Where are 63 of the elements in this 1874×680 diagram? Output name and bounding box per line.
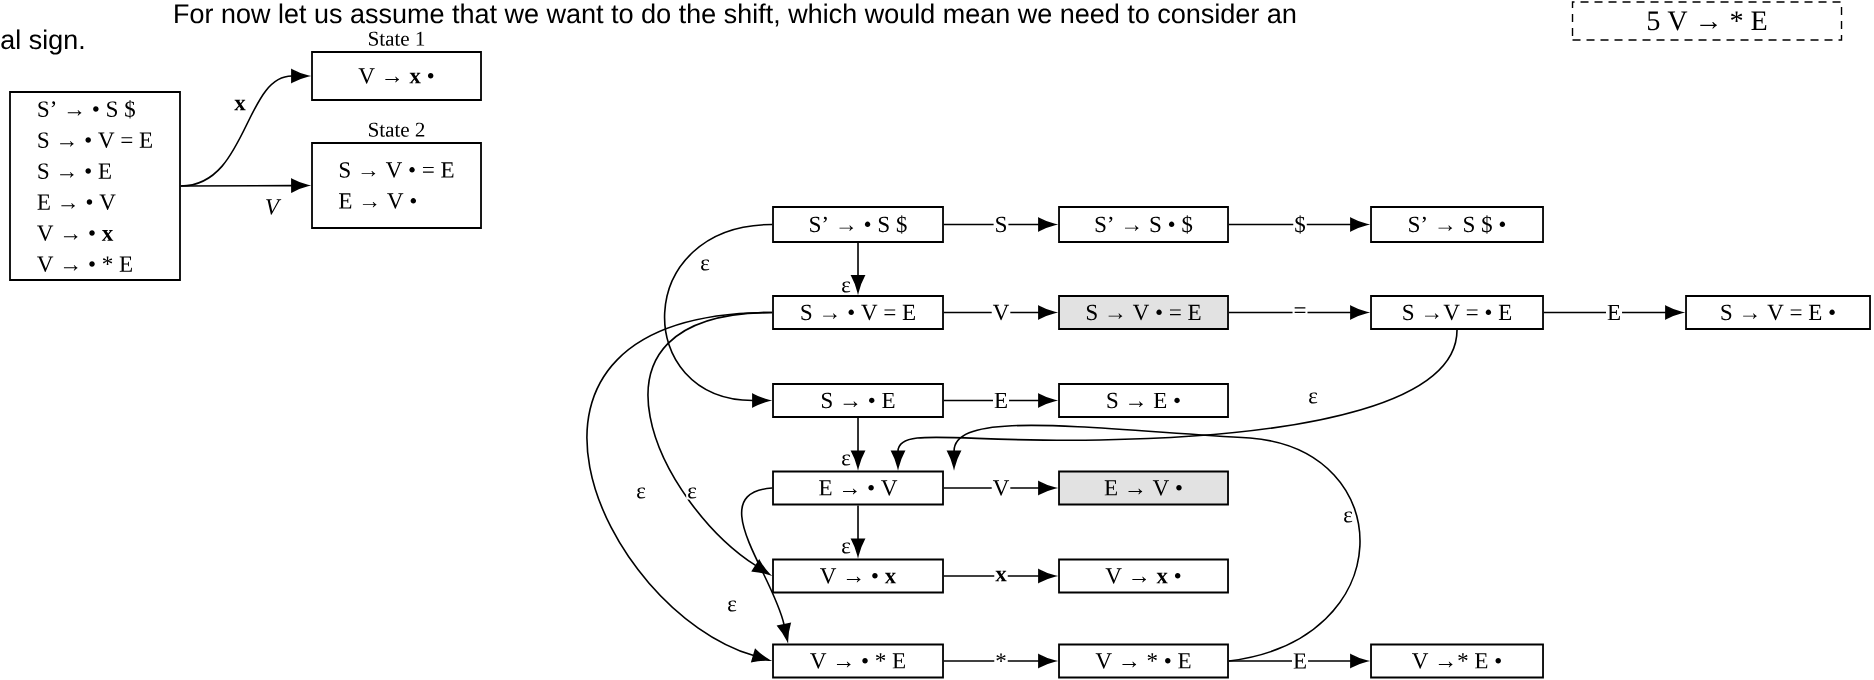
edge-label: = xyxy=(1292,306,1308,319)
edge-label: E xyxy=(1606,304,1623,322)
item-box: E → V • xyxy=(1058,470,1229,506)
item-box: V → • * E xyxy=(772,643,944,679)
item-box: V → * • E xyxy=(1058,643,1229,679)
item-box: E → • V xyxy=(772,470,944,506)
arrow xyxy=(851,242,865,293)
arrow xyxy=(647,311,773,576)
edge-label: $ xyxy=(1293,214,1307,235)
edge-label: ε xyxy=(1342,510,1354,524)
item-box: S → V = E • xyxy=(1685,295,1871,330)
edge-label: x xyxy=(994,569,1008,583)
item-box: V → x • xyxy=(1058,558,1229,594)
arrow xyxy=(740,487,791,642)
arrow xyxy=(1228,217,1368,232)
arrow xyxy=(586,311,773,663)
item-box: S → V • = E xyxy=(1058,295,1229,330)
body-text: al sign. xyxy=(1,29,84,55)
item-box: S’ → S • $ xyxy=(1058,206,1229,243)
arrow xyxy=(943,393,1056,408)
edge-label: ε xyxy=(699,258,711,272)
edge-label: ε xyxy=(686,486,698,500)
edge-label: E xyxy=(993,392,1010,410)
edge-label: x xyxy=(233,98,247,112)
state-box: S → V • = E E → V • xyxy=(311,142,482,229)
edge-label: S xyxy=(993,215,1009,234)
edge-label: E xyxy=(1292,652,1309,670)
item-box: S → • V = E xyxy=(772,295,944,330)
arrow xyxy=(180,178,309,193)
edge-label: ε xyxy=(840,453,852,467)
edge-label: V xyxy=(264,198,282,216)
arrow xyxy=(891,329,1458,469)
arrow xyxy=(943,217,1056,232)
arrow xyxy=(943,569,1056,583)
item-box: S’ → S $ • xyxy=(1370,206,1544,243)
arrow xyxy=(1543,305,1683,320)
body-text: For now let us assume that we want to do the shift, which would mean we need to consider an xyxy=(175,3,1296,27)
edge-label: V xyxy=(991,303,1011,322)
edge-label: ε xyxy=(840,280,852,294)
arrow xyxy=(1228,305,1368,320)
item-box: S →V = • E xyxy=(1370,295,1544,330)
arrow xyxy=(663,223,773,408)
state-heading: State 2 xyxy=(369,122,425,137)
edge-label: ε xyxy=(840,541,852,555)
state-box: V → x • xyxy=(311,51,482,101)
edge-label: ε xyxy=(1307,391,1319,405)
edge-label: V xyxy=(991,479,1011,497)
arrow xyxy=(943,305,1056,320)
item-box: V →* E • xyxy=(1370,643,1544,679)
edge-label: ε xyxy=(635,486,647,500)
edge-label: ε xyxy=(726,599,738,613)
arrow xyxy=(851,417,865,469)
arrow xyxy=(947,424,1361,662)
item-set-box: S’ → • S $ S → • V = E S → • E E → • V V → • x V → • * E xyxy=(9,91,181,281)
dashed-box: 5 V → * E xyxy=(1571,1,1843,41)
arrow xyxy=(851,504,865,557)
item-box: S → • E xyxy=(772,383,944,418)
arrow xyxy=(943,481,1056,495)
state-heading: State 1 xyxy=(369,31,425,46)
edge-label: * xyxy=(994,652,1008,670)
item-box: V → • x xyxy=(772,558,944,594)
item-box: S’ → • S $ xyxy=(772,206,944,243)
item-box: S → E • xyxy=(1058,383,1229,418)
